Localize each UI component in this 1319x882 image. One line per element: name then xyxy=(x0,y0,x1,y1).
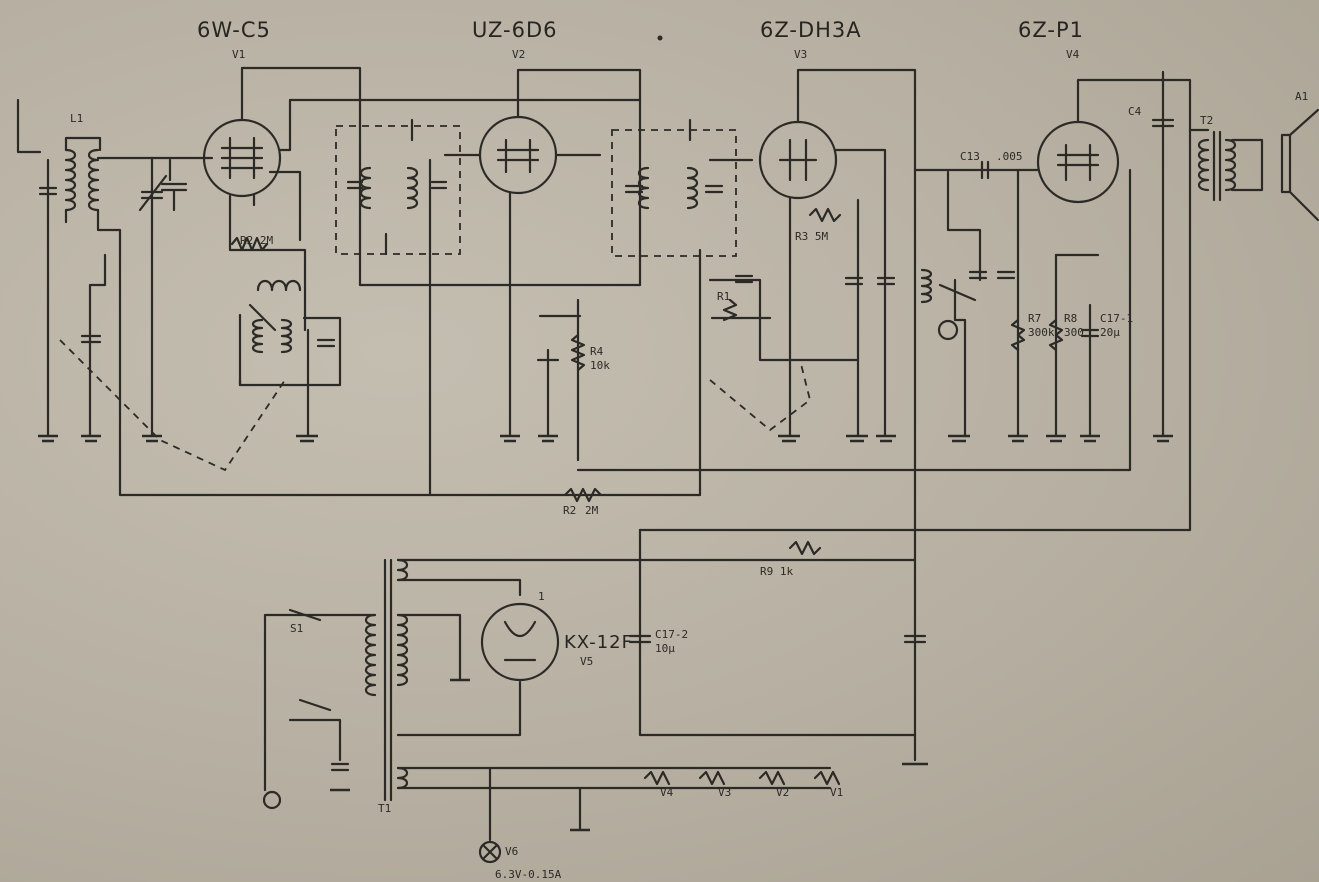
filter-capacitors: C17-2 10μ xyxy=(628,528,928,766)
if-transformer-1 xyxy=(335,118,642,497)
tube-ref-v4: V4 xyxy=(1066,48,1080,61)
mains-input: S1 xyxy=(262,608,377,810)
svg-text:R1: R1 xyxy=(717,290,730,303)
r7-label: R7 xyxy=(1028,312,1041,325)
antenna-coil-l1: L1 xyxy=(16,98,702,497)
speaker-label: A1 xyxy=(1295,90,1308,103)
filament-label-v3: V3 xyxy=(718,786,731,799)
c16-label: C17-1 xyxy=(1100,312,1133,325)
tube-type-v4: 6Z-P1 xyxy=(1018,18,1084,42)
rectifier-v5: 1 KX-12F V5 xyxy=(480,590,633,682)
r4-value: 10k xyxy=(590,359,610,372)
svg-text:S1: S1 xyxy=(290,622,303,635)
r2-value: 2M xyxy=(585,504,599,517)
c16-value: 20μ xyxy=(1100,326,1120,339)
pilot-lamp-ref: V6 xyxy=(505,845,518,858)
tube-v4: C4 C13 .005 R7 300k R8 300 C17-1 20μ xyxy=(576,70,1192,532)
svg-text:1: 1 xyxy=(538,590,545,603)
t1-label: T1 xyxy=(378,802,391,815)
tube-v3: R3 5M R1 xyxy=(708,68,917,762)
filament-string: V4 V3 V2 V1 V6 6.3V-0.15A xyxy=(396,766,843,881)
filament-label-v2: V2 xyxy=(776,786,789,799)
tuning-capacitor xyxy=(59,156,286,472)
r7-value: 300k xyxy=(1028,326,1055,339)
filament-label-v4: V4 xyxy=(660,786,674,799)
resistor-r2: R2 2M xyxy=(563,487,603,517)
tube-ref-v1: V1 xyxy=(232,48,245,61)
oscillator-block xyxy=(238,279,342,443)
tube-type-v2: UZ-6D6 xyxy=(472,18,558,42)
tube-v1: R2 2M xyxy=(202,66,642,332)
tube-ref-v3: V3 xyxy=(794,48,807,61)
t2-label: T2 xyxy=(1200,114,1213,127)
c13-value: .005 xyxy=(996,150,1023,163)
if-transformer-2 xyxy=(611,118,754,497)
r8-value: 300 xyxy=(1064,326,1084,339)
c4-label: C4 xyxy=(1128,105,1142,118)
filament-label-v1: V1 xyxy=(830,786,843,799)
tube-type-v1: 6W-C5 xyxy=(197,18,271,42)
r4-label: R4 xyxy=(590,345,604,358)
r8-label: R8 xyxy=(1064,312,1077,325)
c17-1-value: 10μ xyxy=(655,642,675,655)
tube-type-v3: 6Z-DH3A xyxy=(760,18,862,42)
volume-tone-section xyxy=(920,170,1016,443)
svg-text:L1: L1 xyxy=(70,112,83,125)
speaker-a1: A1 xyxy=(1280,90,1319,222)
svg-text:R3 5M: R3 5M xyxy=(795,230,828,243)
rectifier-ref: V5 xyxy=(580,655,593,668)
r2-label: R2 xyxy=(563,504,576,517)
c17-1-label: C17-2 xyxy=(655,628,688,641)
power-transformer-t1: T1 R9 1k xyxy=(364,540,917,815)
svg-text:R9 1k: R9 1k xyxy=(760,565,793,578)
tube-ref-v2: V2 xyxy=(512,48,525,61)
pilot-lamp-type: 6.3V-0.15A xyxy=(495,868,562,881)
c13-label: C13 xyxy=(960,150,980,163)
output-transformer-t2: T2 xyxy=(1188,114,1264,202)
rectifier-type: KX-12F xyxy=(564,632,633,653)
tube-v2: R4 10k xyxy=(443,68,642,462)
